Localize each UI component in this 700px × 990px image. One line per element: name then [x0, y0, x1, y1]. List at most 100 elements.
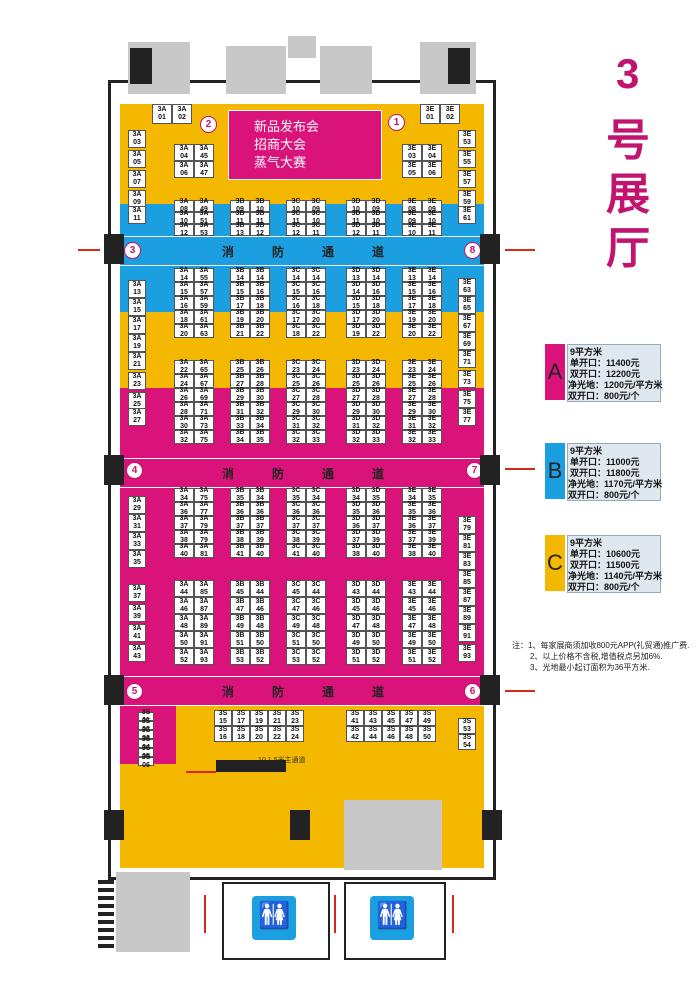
booth[interactable]: 3C17 [286, 309, 306, 324]
booth[interactable]: 3E35 [422, 487, 442, 502]
booth[interactable]: 3A12 [174, 222, 194, 237]
booth[interactable]: 3D50 [366, 631, 386, 648]
booth[interactable]: 3B34 [230, 429, 250, 444]
booth[interactable]: 3S46 [382, 726, 400, 742]
booth[interactable]: 3B32 [250, 401, 270, 416]
booth[interactable]: 3D11 [366, 222, 386, 237]
booth[interactable]: 3E47 [402, 614, 422, 631]
booth[interactable]: 3A79 [194, 515, 214, 530]
booth[interactable]: 3E36 [422, 501, 442, 516]
booth[interactable]: 3B37 [250, 515, 270, 530]
booth[interactable]: 3C32 [306, 415, 326, 430]
booth[interactable]: 3C18 [286, 323, 306, 338]
booth[interactable]: 3C15 [286, 281, 306, 296]
booth[interactable]: 3C34 [306, 487, 326, 502]
booth[interactable]: 3A41 [128, 624, 146, 642]
booth[interactable]: 3S49 [418, 710, 436, 726]
booth[interactable]: 3C36 [286, 501, 306, 516]
booth[interactable]: 3C26 [306, 373, 326, 388]
booth[interactable]: 3E93 [458, 644, 476, 662]
booth[interactable]: 3D43 [346, 580, 366, 597]
booth[interactable]: 3E11 [422, 222, 442, 237]
booth[interactable]: 3E02 [440, 104, 460, 124]
booth[interactable]: 3B33 [230, 415, 250, 430]
booth[interactable]: 3A02 [172, 104, 192, 124]
booth[interactable]: 3S16 [214, 726, 232, 742]
booth[interactable]: 3E59 [458, 190, 476, 208]
booth[interactable]: 3E91 [458, 624, 476, 642]
booth[interactable]: 3A08 [174, 198, 194, 213]
booth[interactable]: 3B46 [250, 597, 270, 614]
booth[interactable]: 3E15 [402, 281, 422, 296]
booth[interactable]: 3B36 [250, 501, 270, 516]
booth[interactable]: 3A15 [174, 281, 194, 296]
booth[interactable]: 3B34 [250, 415, 270, 430]
booth[interactable]: 3A73 [194, 415, 214, 430]
booth[interactable]: 3A44 [174, 580, 194, 597]
booth[interactable]: 3B25 [230, 359, 250, 374]
booth[interactable]: 3A11 [128, 206, 146, 224]
booth[interactable]: 3E31 [402, 415, 422, 430]
booth[interactable]: 3D37 [366, 515, 386, 530]
booth[interactable]: 3D51 [346, 648, 366, 665]
booth[interactable]: 3A35 [128, 550, 146, 568]
booth[interactable]: 3A15 [128, 298, 146, 316]
booth[interactable]: 3B09 [230, 198, 250, 213]
booth[interactable]: 3E32 [422, 415, 442, 430]
booth[interactable]: 3A67 [194, 373, 214, 388]
booth[interactable]: 3C45 [286, 580, 306, 597]
booth[interactable]: 3S23 [286, 710, 304, 726]
booth[interactable]: 3C14 [306, 267, 326, 282]
booth[interactable]: 3E23 [402, 359, 422, 374]
booth[interactable]: 3C14 [286, 267, 306, 282]
booth[interactable]: 3D09 [366, 198, 386, 213]
booth[interactable]: 3B15 [230, 281, 250, 296]
booth[interactable]: 3E49 [402, 631, 422, 648]
booth[interactable]: 3A89 [194, 614, 214, 631]
booth[interactable]: 3A61 [194, 309, 214, 324]
booth[interactable]: 3E71 [458, 350, 476, 368]
booth[interactable]: 3A91 [194, 631, 214, 648]
booth[interactable]: 3C44 [306, 580, 326, 597]
booth[interactable]: 3B19 [230, 309, 250, 324]
booth[interactable]: 3S43 [364, 710, 382, 726]
booth[interactable]: 3E81 [458, 534, 476, 552]
booth[interactable]: 3S05 [138, 745, 154, 760]
booth[interactable]: 3D45 [346, 597, 366, 614]
booth[interactable]: 3B39 [250, 529, 270, 544]
booth[interactable]: 3A85 [194, 580, 214, 597]
booth[interactable]: 3A37 [174, 515, 194, 530]
booth[interactable]: 3D28 [366, 387, 386, 402]
booth[interactable]: 3E05 [402, 161, 422, 178]
booth[interactable]: 3E87 [458, 588, 476, 606]
booth[interactable]: 3B12 [250, 222, 270, 237]
booth[interactable]: 3D13 [346, 267, 366, 282]
booth[interactable]: 3B14 [230, 267, 250, 282]
booth[interactable]: 3E61 [458, 206, 476, 224]
booth[interactable]: 3E63 [458, 278, 476, 296]
booth[interactable]: 3A48 [174, 614, 194, 631]
booth[interactable]: 3E16 [422, 281, 442, 296]
booth[interactable]: 3D40 [366, 543, 386, 558]
booth[interactable]: 3E45 [402, 597, 422, 614]
booth[interactable]: 3D30 [366, 401, 386, 416]
booth[interactable]: 3A53 [194, 222, 214, 237]
booth[interactable]: 3D20 [366, 309, 386, 324]
booth[interactable]: 3C30 [306, 401, 326, 416]
booth[interactable]: 3D14 [346, 281, 366, 296]
booth[interactable]: 3B22 [250, 323, 270, 338]
booth[interactable]: 3E26 [422, 373, 442, 388]
booth[interactable]: 3B16 [250, 281, 270, 296]
booth[interactable]: 3S03 [138, 727, 154, 742]
booth[interactable]: 3A50 [174, 631, 194, 648]
booth[interactable]: 3E09 [402, 210, 422, 225]
booth[interactable]: 3A43 [128, 644, 146, 662]
booth[interactable]: 3E55 [458, 150, 476, 168]
booth[interactable]: 3E25 [402, 373, 422, 388]
booth[interactable]: 3C09 [306, 198, 326, 213]
booth[interactable]: 3C20 [306, 309, 326, 324]
booth[interactable]: 3E43 [402, 580, 422, 597]
booth[interactable]: 3A59 [194, 295, 214, 310]
booth[interactable]: 3A07 [128, 170, 146, 188]
booth[interactable]: 3C16 [286, 295, 306, 310]
